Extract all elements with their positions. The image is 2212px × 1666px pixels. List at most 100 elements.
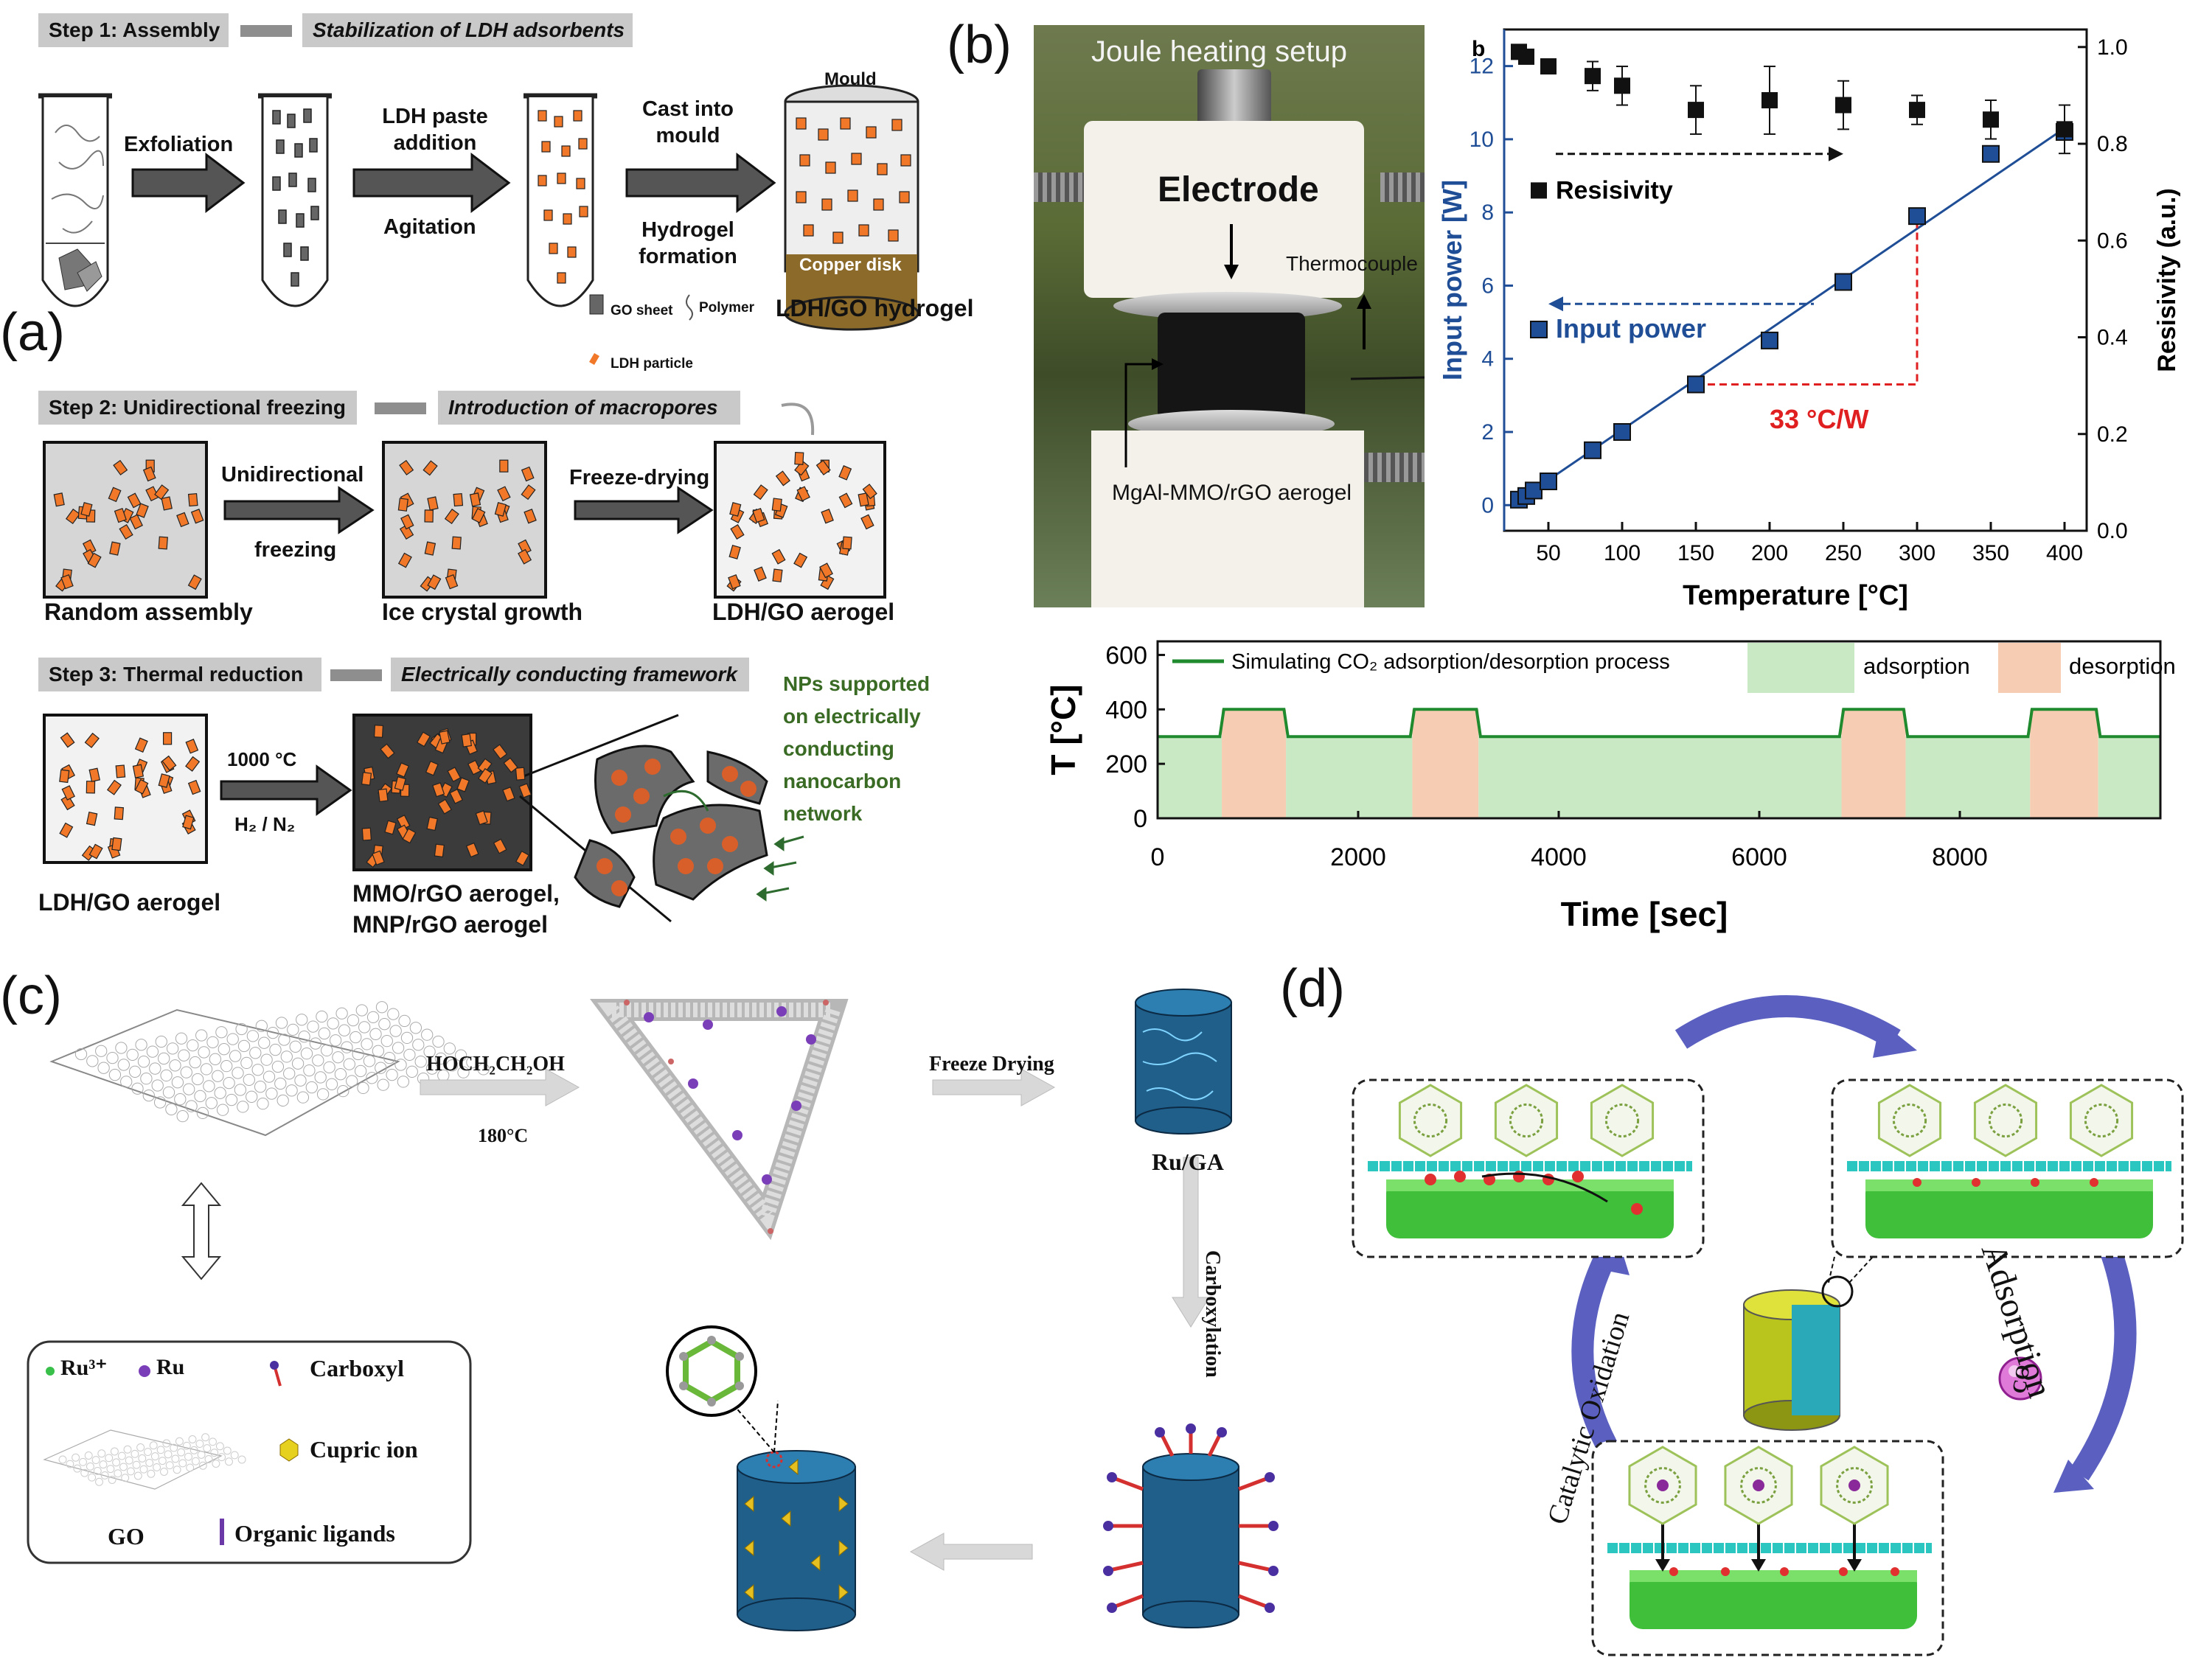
- arrow-paste-addition: [352, 152, 511, 214]
- arrow-cast-mould: [625, 152, 776, 214]
- hex-ring: [195, 1440, 204, 1448]
- resistivity-point: [1540, 58, 1557, 75]
- y-right-tick-label: 0.2: [2097, 422, 2128, 447]
- hex-ring: [327, 1017, 339, 1030]
- ldh-particle: [424, 541, 437, 556]
- hex-ring: [133, 1471, 142, 1480]
- co-molecule: [1848, 1479, 1860, 1491]
- ldh-particle: [497, 486, 511, 502]
- ldh-particle: [59, 769, 70, 784]
- hex-ring: [423, 1045, 436, 1058]
- resistivity-point: [1614, 77, 1630, 94]
- label-random-assembly: Random assembly: [44, 599, 253, 625]
- ldh-particle: [771, 498, 782, 512]
- hex-ring: [406, 1065, 418, 1078]
- ldh-particle: [129, 514, 143, 530]
- ldh-particle: [60, 732, 75, 748]
- hex-ring: [237, 1039, 251, 1053]
- ldh-particle: [384, 820, 397, 835]
- hex-ring: [158, 1457, 167, 1465]
- ldh-particle: [182, 815, 195, 830]
- hex-ring: [218, 1043, 230, 1056]
- hex-ring: [106, 1465, 115, 1474]
- y-tick-label: 2: [1481, 420, 1494, 445]
- slope-annotation-line: [1696, 216, 1919, 386]
- hex-ring: [305, 1081, 318, 1094]
- arrow-thermal-reduction: [220, 764, 352, 816]
- hex-ring: [145, 1458, 154, 1467]
- resistivity-point: [2056, 121, 2073, 138]
- hex-ring: [200, 1063, 213, 1076]
- arrow-freeze-drying-c: [932, 1068, 1056, 1106]
- hex-ring: [84, 1451, 93, 1460]
- hex-ring: [91, 1456, 100, 1464]
- label-aerogel-1: LDH/GO aerogel: [712, 599, 895, 625]
- hex-ring: [246, 1090, 258, 1103]
- x-tick-label: 150: [1677, 541, 1714, 565]
- y-axis-label-2: T [°C]: [1044, 684, 1082, 775]
- hex-ring: [171, 1454, 180, 1463]
- hex-ring: [150, 1452, 159, 1461]
- hex-ring: [363, 1055, 376, 1067]
- desorption-region: [1222, 709, 1287, 818]
- hex-ring: [164, 1450, 173, 1459]
- x-tick-label: 50: [1536, 541, 1560, 565]
- hex-ring: [276, 1094, 289, 1107]
- ldh-particle: [469, 492, 481, 507]
- hex-ring: [298, 1031, 310, 1043]
- ldh-particle: [426, 816, 438, 832]
- mof-cylinder: [666, 1325, 856, 1631]
- ldh-particle: [158, 536, 168, 550]
- panel-c-illustration: [27, 989, 1279, 1631]
- ldh-particle: [115, 764, 126, 778]
- hex-ring: [303, 1064, 316, 1077]
- ldh-particle: [478, 767, 493, 784]
- tube-3: [524, 93, 597, 307]
- mof-pore: [1644, 1467, 1681, 1504]
- ldh-particle: [161, 755, 177, 771]
- hex-ring: [235, 1022, 248, 1036]
- state-box-right: [1831, 1078, 2184, 1258]
- nps-note-line2: on electrically: [783, 705, 921, 728]
- hex-ring: [195, 1029, 208, 1042]
- legend-desorption-swatch: [1998, 643, 2061, 693]
- ldh-particle: [858, 492, 869, 507]
- legend-polymer: Polymer: [699, 300, 754, 316]
- ldh-particle: [493, 838, 507, 854]
- ldh-particle: [187, 574, 202, 590]
- mof-pore: [1836, 1467, 1873, 1504]
- hex-ring: [146, 1045, 159, 1058]
- ldh-particle: [114, 507, 127, 523]
- ldh-particle: [154, 484, 170, 501]
- hex-ring: [314, 1071, 327, 1084]
- hex-ring: [230, 1451, 239, 1460]
- hex-ring: [131, 1449, 139, 1458]
- ldh-particle: [134, 737, 148, 753]
- hex-ring: [73, 1464, 82, 1473]
- zoom-line-top: [519, 714, 679, 779]
- ldh-particle: [467, 759, 481, 776]
- hex-ring: [294, 1074, 307, 1087]
- hex-ring: [119, 1463, 128, 1471]
- ldh-particle: [59, 822, 74, 838]
- ldh-particle: [471, 507, 486, 523]
- hex-ring: [265, 1087, 278, 1100]
- ldh-particle: [794, 452, 804, 465]
- hex-ring: [337, 1085, 349, 1098]
- hex-ring: [332, 1051, 344, 1064]
- ldh-particle: [60, 795, 75, 811]
- hex-ring: [334, 1068, 347, 1081]
- ldh-particle: [399, 459, 414, 475]
- hex-ring: [88, 1473, 97, 1482]
- hex-ring: [307, 1020, 319, 1033]
- y-tick-label: 6: [1481, 273, 1494, 298]
- ldh-particle: [775, 470, 790, 487]
- x-tick-label: 100: [1604, 541, 1641, 565]
- mof-pore: [1509, 1103, 1544, 1138]
- ldh-particle: [753, 484, 768, 501]
- adsorption-region: [1478, 736, 1842, 818]
- hex-ring: [349, 1031, 362, 1044]
- ldh-particle: [86, 811, 98, 826]
- ldh-particle: [772, 568, 783, 582]
- legend-ru3: Ru³⁺: [60, 1356, 108, 1380]
